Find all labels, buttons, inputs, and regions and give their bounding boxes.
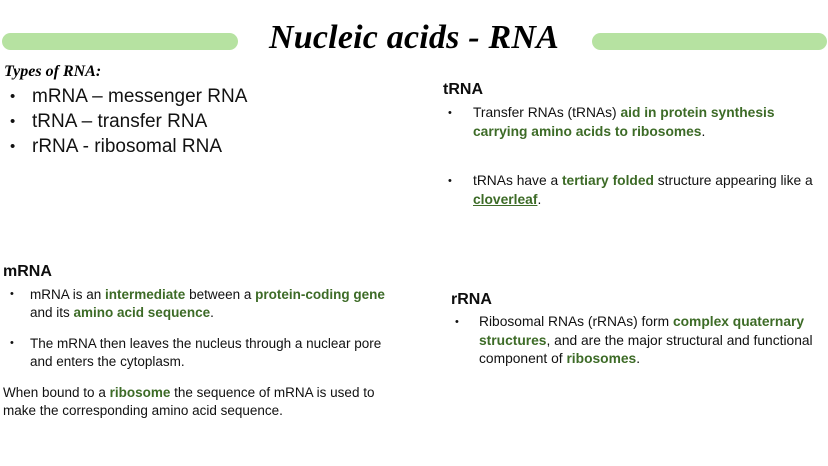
title-accent-bar-right [592,33,827,50]
text-plain: Transfer RNAs (tRNAs) [473,105,621,120]
list-item: • rRNA - ribosomal RNA [4,134,334,159]
mrna-bullet-2-text: The mRNA then leaves the nucleus through… [30,336,382,369]
text-plain: the sequence of mRNA is used to make the… [3,385,375,418]
text-plain: . [537,191,542,207]
trna-heading: tRNA [443,81,483,98]
trna-bullet-2-text: tRNAs have a tertiary folded structure a… [473,172,828,209]
text-highlight: ribosomes [566,351,637,366]
list-item-label: rRNA - ribosomal RNA [32,136,223,157]
list-item-label: tRNA – transfer RNA [32,111,208,132]
text-highlight: tertiary folded [561,173,654,188]
mrna-heading: mRNA [3,263,52,280]
text-plain: , and are the major structural and funct… [479,332,813,367]
slide-title-band: Nucleic acids - RNA [0,16,828,64]
spacer [443,141,828,172]
text-highlight: complex quaternary structures [479,314,805,348]
rrna-heading: rRNA [451,291,492,308]
text-plain: between a [185,287,256,302]
bullet-icon: • [10,288,14,300]
list-item-label: mRNA – messenger RNA [32,86,248,107]
text-plain: tRNAs have a [473,173,562,188]
bullet-icon: • [10,88,16,105]
text-highlight-underlined: cloverleaf [473,191,538,207]
types-of-rna-section: Types of RNA: • mRNA – messenger RNA • t… [4,62,334,159]
rrna-section: rRNA • Ribosomal RNAs (rRNAs) form compl… [451,290,828,369]
text-plain: . [636,351,641,366]
trna-bullet-1: • Transfer RNAs (tRNAs) aid in protein s… [443,104,828,141]
trna-section: tRNA • Transfer RNAs (tRNAs) aid in prot… [443,80,828,209]
list-item: • tRNA – transfer RNA [4,109,334,134]
page-title: Nucleic acids - RNA [269,19,559,56]
mrna-bullet-2: • The mRNA then leaves the nucleus throu… [3,335,395,370]
text-plain: . [701,123,706,139]
bullet-icon: • [448,175,452,187]
trna-bullet-2: • tRNAs have a tertiary folded structure… [443,172,828,209]
bullet-icon: • [10,113,16,130]
rrna-bullet-1-text: Ribosomal RNAs (rRNAs) form complex quat… [479,313,828,369]
mrna-bullet-1-text: mRNA is an intermediate between a protei… [30,286,395,321]
rrna-bullet-1: • Ribosomal RNAs (rRNAs) form complex qu… [451,313,828,369]
text-highlight: amino acid sequence [73,304,211,320]
text-highlight: intermediate [105,287,186,302]
list-item: • mRNA – messenger RNA [4,84,334,109]
bullet-icon: • [10,337,14,349]
text-plain: structure appearing like a [653,173,813,188]
title-accent-bar-left [2,33,238,50]
text-highlight: aid in protein synthesis carrying amino … [473,105,775,139]
text-plain: and its [30,304,74,320]
bullet-icon: • [448,107,452,119]
text-plain: mRNA is an [30,287,106,302]
text-plain: Ribosomal RNAs (rRNAs) form [479,314,673,329]
bullet-icon: • [10,138,16,155]
trna-bullet-1-text: Transfer RNAs (tRNAs) aid in protein syn… [473,104,828,141]
types-of-rna-heading: Types of RNA: [4,63,102,80]
mrna-section: mRNA • mRNA is an intermediate between a… [3,262,395,419]
text-plain: . [210,304,214,320]
text-highlight: protein-coding gene [255,287,385,302]
types-of-rna-list: • mRNA – messenger RNA • tRNA – transfer… [4,84,334,159]
bullet-icon: • [455,316,459,328]
mrna-closing-paragraph: When bound to a ribosome the sequence of… [3,384,395,419]
mrna-bullet-1: • mRNA is an intermediate between a prot… [3,286,395,321]
text-plain: When bound to a [3,385,110,400]
text-highlight: ribosome [109,385,171,400]
